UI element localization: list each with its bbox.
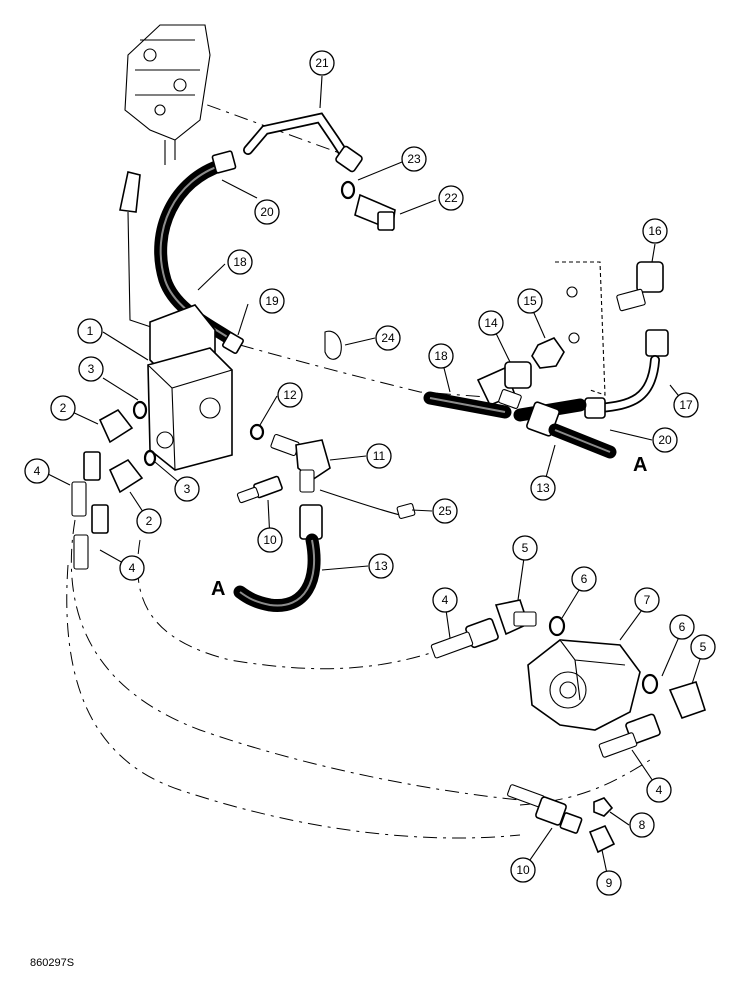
svg-text:8: 8 — [639, 818, 646, 832]
callout-21: 21 — [309, 50, 335, 76]
steel-tube-21 — [243, 112, 363, 173]
hydraulic-pump-7 — [430, 599, 707, 758]
svg-text:9: 9 — [606, 876, 613, 890]
svg-text:1: 1 — [87, 324, 94, 338]
callout-10: 10 — [510, 857, 536, 883]
svg-text:24: 24 — [381, 331, 395, 345]
svg-text:2: 2 — [146, 514, 153, 528]
svg-text:13: 13 — [374, 559, 388, 573]
hose-13-center — [233, 504, 323, 613]
svg-text:4: 4 — [129, 561, 136, 575]
bottom-fittings — [507, 784, 616, 854]
callout-2: 2 — [50, 395, 76, 421]
svg-text:10: 10 — [516, 863, 530, 877]
callout-25: 25 — [432, 498, 458, 524]
section-markers: A A — [211, 454, 647, 600]
assembly-lines — [66, 94, 651, 839]
svg-text:5: 5 — [700, 640, 707, 654]
callout-4: 4 — [432, 587, 458, 613]
callout-17: 17 — [673, 392, 699, 418]
svg-text:4: 4 — [34, 464, 41, 478]
svg-text:13: 13 — [536, 481, 550, 495]
left-fittings — [71, 408, 144, 570]
center-fittings — [236, 423, 416, 519]
svg-text:5: 5 — [522, 541, 529, 555]
callout-23: 23 — [401, 146, 427, 172]
right-upper-fittings — [324, 261, 669, 459]
svg-text:20: 20 — [658, 433, 672, 447]
callout-group: 21 23 20 22 18 16 19 1 15 24 14 3 18 2 1… — [24, 50, 716, 896]
callout-3: 3 — [174, 476, 200, 502]
mounting-panel — [555, 261, 606, 396]
svg-text:7: 7 — [644, 593, 651, 607]
control-valve-1 — [119, 171, 233, 471]
callout-8: 8 — [629, 812, 655, 838]
callout-6: 6 — [571, 566, 597, 592]
auxiliary-valve-body — [124, 24, 211, 165]
svg-text:14: 14 — [484, 316, 498, 330]
svg-text:10: 10 — [263, 533, 277, 547]
svg-text:18: 18 — [233, 255, 247, 269]
callout-22: 22 — [438, 185, 464, 211]
callout-5: 5 — [512, 535, 538, 561]
callout-9: 9 — [596, 870, 622, 896]
svg-text:17: 17 — [679, 398, 693, 412]
section-marker-a-right: A — [633, 454, 647, 476]
callout-2: 2 — [136, 508, 162, 534]
callout-12: 12 — [277, 382, 303, 408]
callout-18: 18 — [227, 249, 253, 275]
svg-text:4: 4 — [656, 783, 663, 797]
svg-text:19: 19 — [265, 294, 279, 308]
callout-5: 5 — [690, 634, 716, 660]
callout-10: 10 — [257, 527, 283, 553]
svg-text:6: 6 — [679, 620, 686, 634]
callout-18: 18 — [428, 343, 454, 369]
section-marker-a-left: A — [211, 578, 225, 600]
svg-text:3: 3 — [184, 482, 191, 496]
callout-3: 3 — [78, 356, 104, 382]
svg-text:16: 16 — [648, 224, 662, 238]
callout-4: 4 — [24, 458, 50, 484]
svg-text:15: 15 — [523, 294, 537, 308]
callout-11: 11 — [366, 443, 392, 469]
svg-text:18: 18 — [434, 349, 448, 363]
svg-text:11: 11 — [373, 449, 386, 463]
figure-code: 860297S — [30, 957, 74, 969]
callout-13: 13 — [368, 553, 394, 579]
svg-text:21: 21 — [315, 56, 329, 70]
svg-text:25: 25 — [438, 504, 452, 518]
callout-6: 6 — [669, 614, 695, 640]
fitting-22 — [340, 180, 396, 232]
callout-24: 24 — [375, 325, 401, 351]
callout-7: 7 — [634, 587, 660, 613]
svg-text:6: 6 — [581, 572, 588, 586]
callout-19: 19 — [259, 288, 285, 314]
callout-13: 13 — [530, 475, 556, 501]
svg-text:3: 3 — [88, 362, 95, 376]
svg-text:4: 4 — [442, 593, 449, 607]
svg-text:2: 2 — [60, 401, 67, 415]
callout-20: 20 — [254, 199, 280, 225]
callout-14: 14 — [478, 310, 504, 336]
callout-4: 4 — [119, 555, 145, 581]
callout-leaders — [41, 75, 704, 884]
svg-text:23: 23 — [407, 152, 421, 166]
callout-20: 20 — [652, 427, 678, 453]
callout-1: 1 — [77, 318, 103, 344]
callout-15: 15 — [517, 288, 543, 314]
svg-text:12: 12 — [283, 388, 297, 402]
svg-text:20: 20 — [260, 205, 274, 219]
callout-16: 16 — [642, 218, 668, 244]
callout-4: 4 — [646, 777, 672, 803]
svg-text:22: 22 — [444, 191, 458, 205]
